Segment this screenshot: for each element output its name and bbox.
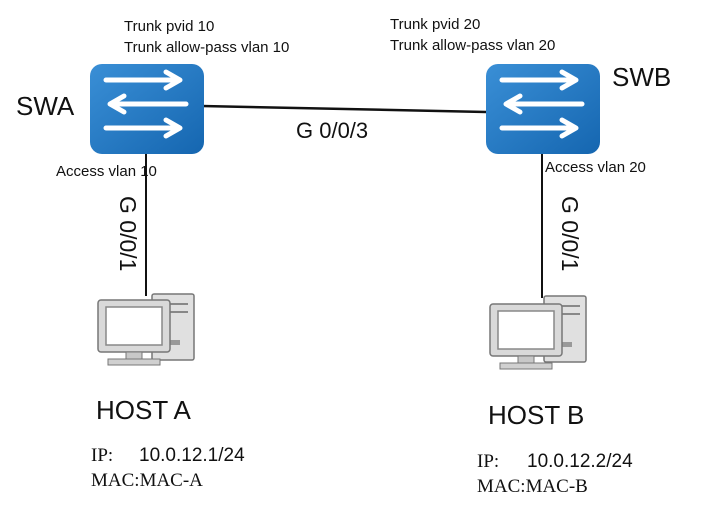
host-b-pc-icon bbox=[489, 295, 587, 370]
swb-name-label: SWB bbox=[612, 62, 672, 92]
swa-port-label: G 0/0/1 bbox=[115, 196, 141, 272]
switch-a-icon bbox=[90, 64, 204, 154]
host-a-ip-value: 10.0.12.1/24 bbox=[139, 445, 245, 466]
trunk-port-label: G 0/0/3 bbox=[296, 118, 369, 143]
host-a-name: HOST A bbox=[96, 395, 191, 425]
host-b-ip-value: 10.0.12.2/24 bbox=[527, 451, 633, 472]
host-b-name: HOST B bbox=[488, 400, 585, 430]
swb-trunk-pvid-label: Trunk pvid 20 bbox=[390, 16, 481, 33]
host-a-pc-icon bbox=[97, 293, 195, 366]
swb-port-label: G 0/0/1 bbox=[557, 196, 583, 272]
host-a-ip-label: IP: bbox=[91, 445, 114, 466]
host-a-mac: MAC:MAC-A bbox=[91, 470, 203, 491]
swa-access-label: Access vlan 10 bbox=[56, 163, 157, 180]
swa-name-label: SWA bbox=[16, 91, 75, 121]
swb-trunk-allow-label: Trunk allow-pass vlan 20 bbox=[390, 37, 556, 54]
switch-b-icon bbox=[486, 64, 600, 154]
host-b-mac: MAC:MAC-B bbox=[477, 476, 588, 497]
swa-trunk-pvid-label: Trunk pvid 10 bbox=[124, 18, 215, 35]
host-b-ip-label: IP: bbox=[477, 451, 500, 472]
trunk-link-line bbox=[201, 104, 487, 114]
swb-access-label: Access vlan 20 bbox=[545, 159, 646, 176]
swa-trunk-allow-label: Trunk allow-pass vlan 10 bbox=[124, 39, 290, 56]
